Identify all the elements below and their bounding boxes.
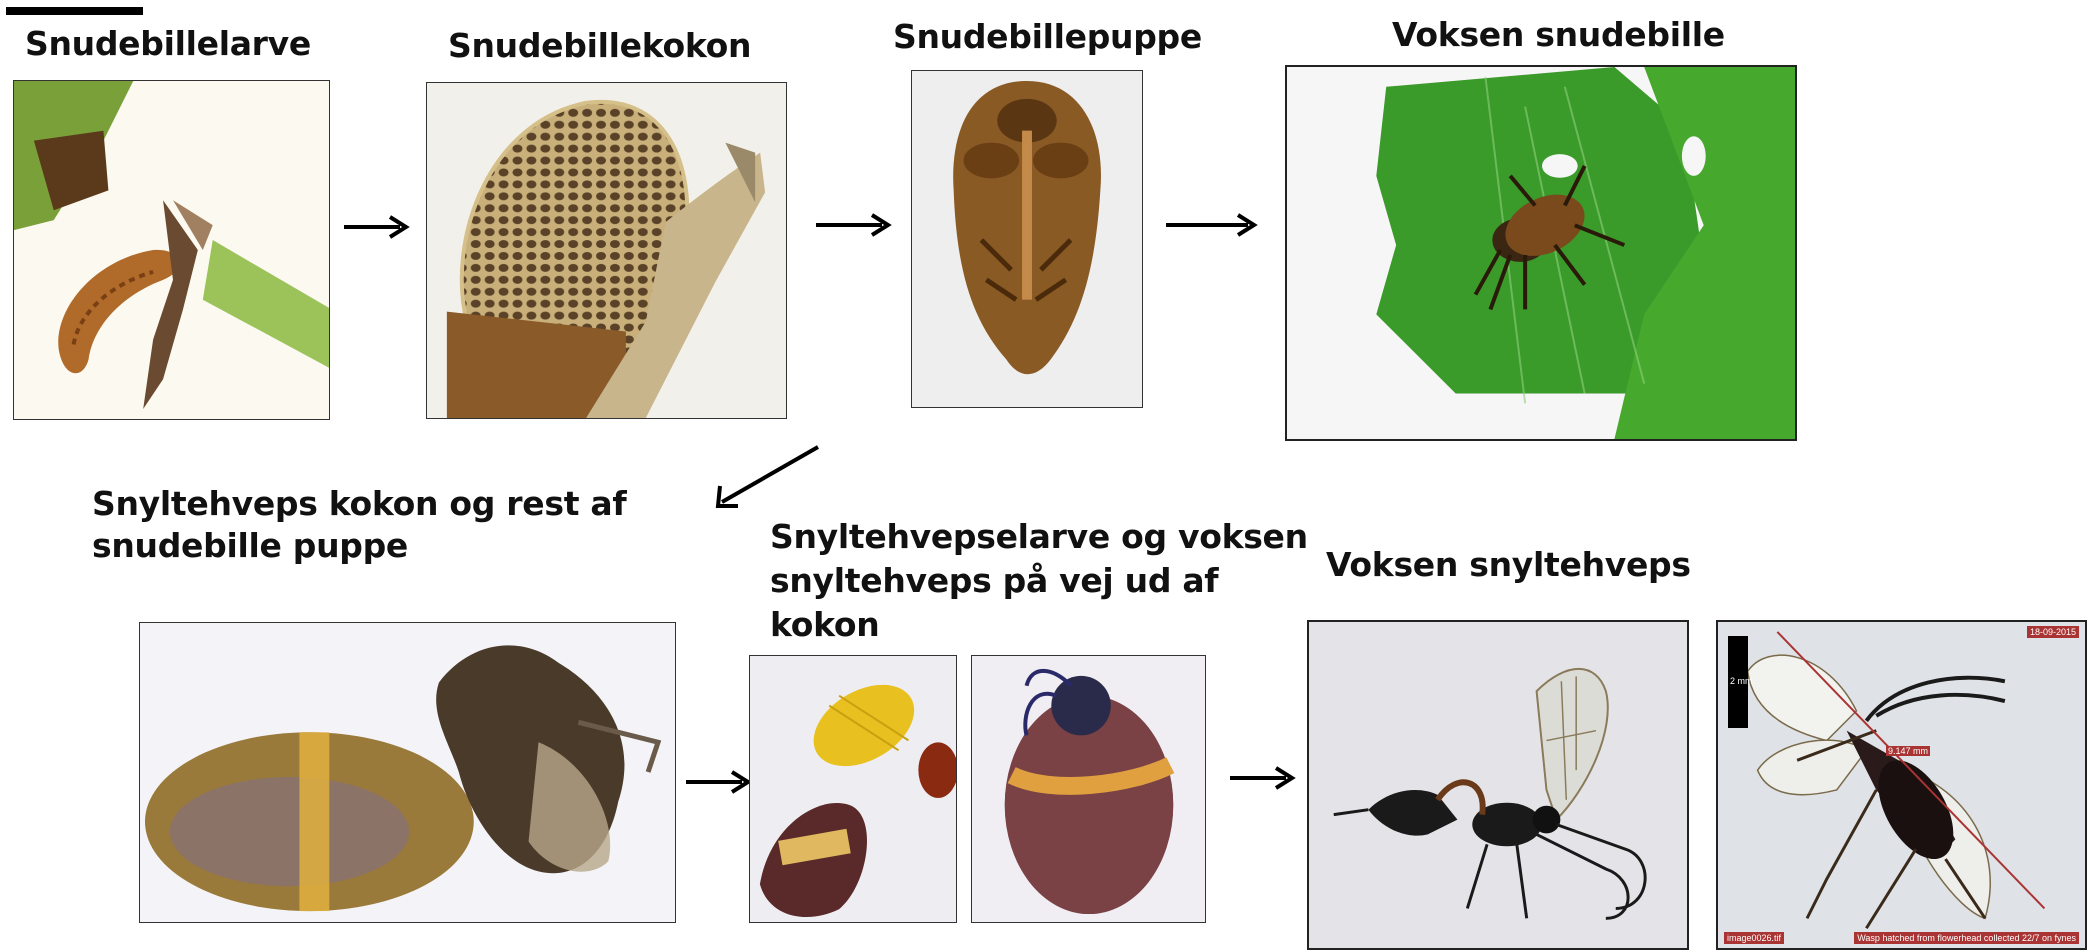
label-wasp-cocoon-line2: snudebille puppe — [92, 524, 408, 568]
micrograph-date: 18-09-2015 — [2027, 626, 2079, 638]
photo-wasp-cocoon — [139, 622, 676, 923]
arrow-pupa-to-wasp-cocoon — [712, 444, 822, 510]
micrograph-measurement: 9.147 mm — [1886, 746, 1930, 756]
arrow-cocoon-to-pupa — [814, 210, 894, 240]
scale-bar-label: 2 mm — [1730, 676, 1753, 686]
micrograph-caption: Wasp hatched from flowerhead collected 2… — [1854, 932, 2079, 944]
label-adult-wasp: Voksen snyltehveps — [1326, 543, 1691, 587]
label-weevil-pupa: Snudebillepuppe — [893, 15, 1202, 59]
arrow-wasp-cocoon-to-larva — [684, 767, 754, 797]
label-wasp-larva-line2: snyltehveps på vej ud af — [770, 559, 1218, 603]
arrow-pupa-to-adult — [1164, 210, 1260, 240]
photo-wasp-larva — [749, 655, 957, 923]
photo-weevil-pupa — [911, 70, 1143, 408]
photo-adult-wasp — [1307, 620, 1689, 950]
arrow-larva-to-adult-wasp — [1228, 763, 1298, 793]
label-wasp-cocoon-line1: Snyltehveps kokon og rest af — [92, 482, 626, 526]
label-adult-weevil: Voksen snudebille — [1392, 13, 1725, 57]
photo-wasp-micrograph: 2 mm 18-09-2015 9.147 mm image0026.tif W… — [1716, 620, 2087, 950]
micrograph-filename: image0026.tif — [1724, 932, 1784, 944]
label-weevil-larva: Snudebillelarve — [25, 22, 311, 66]
photo-adult-weevil — [1285, 65, 1797, 441]
photo-wasp-emerging — [971, 655, 1206, 923]
label-weevil-cocoon: Snudebillekokon — [448, 24, 751, 68]
label-wasp-larva-line1: Snyltehvepselarve og voksen — [770, 515, 1308, 559]
label-wasp-larva-line3: kokon — [770, 603, 879, 647]
top-bar-decoration — [6, 7, 143, 15]
arrow-larva-to-cocoon — [342, 212, 412, 242]
photo-weevil-larva — [13, 80, 330, 420]
photo-weevil-cocoon — [426, 82, 787, 419]
